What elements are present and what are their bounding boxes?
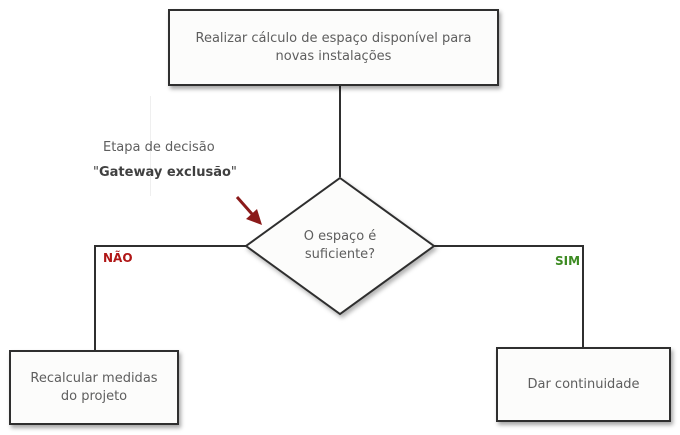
branch-label-yes: SIM bbox=[555, 254, 581, 268]
decision-label-line: suficiente? bbox=[304, 247, 376, 262]
connector-decision-to-no bbox=[94, 245, 246, 350]
annotation-gateway: "Gateway exclusão" bbox=[93, 165, 237, 180]
process-box-calculate-space[interactable]: Realizar cálculo de espaço disponível pa… bbox=[168, 9, 499, 86]
process-box-line: Realizar cálculo de espaço disponível pa… bbox=[195, 30, 472, 46]
connector-decision-to-yes bbox=[434, 245, 584, 347]
annotation-arrow-shaft bbox=[235, 196, 254, 215]
faint-divider bbox=[150, 96, 151, 196]
decision-diamond[interactable] bbox=[244, 176, 436, 316]
branch-label-no: NÃO bbox=[103, 251, 133, 265]
annotation-arrow-head bbox=[246, 209, 262, 225]
decision-label-line: O espaço é bbox=[303, 229, 377, 244]
quote-open: " bbox=[93, 165, 99, 180]
process-box-line: novas instalações bbox=[275, 48, 392, 64]
process-box-recalculate[interactable]: Recalcular medidas do projeto bbox=[9, 350, 179, 425]
quote-close: " bbox=[230, 165, 237, 180]
process-box-line: Recalcular medidas bbox=[30, 370, 158, 386]
gateway-name: Gateway exclusão bbox=[98, 165, 231, 180]
process-box-line: Dar continuidade bbox=[527, 376, 640, 392]
decision-label: O espaço é suficiente? bbox=[282, 228, 398, 264]
annotation-title: Etapa de decisão bbox=[103, 140, 215, 155]
process-box-continue[interactable]: Dar continuidade bbox=[496, 347, 671, 422]
process-box-line: do projeto bbox=[60, 388, 128, 404]
